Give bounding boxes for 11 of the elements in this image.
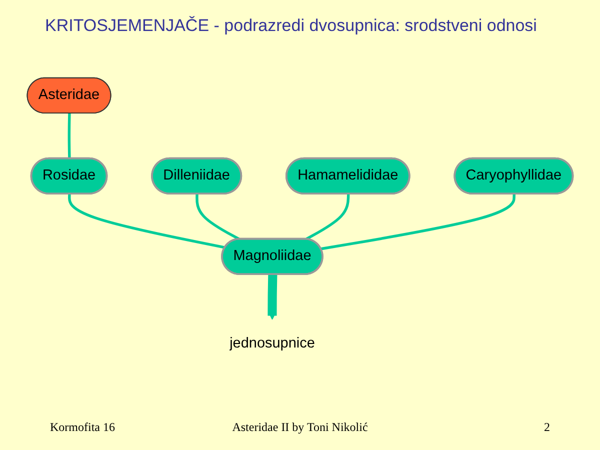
slide-title: KRITOSJEMENJAČE - podrazredi dvosupnica: srodstveni odnosi: [45, 16, 537, 36]
connector: [68, 194, 226, 249]
connector: [68, 114, 71, 159]
footer-text: Kormofita 16: [50, 420, 115, 435]
connector: [305, 194, 350, 240]
node-text: jednosupnice: [230, 336, 315, 352]
arrow: [268, 274, 278, 320]
footer-text: 2: [544, 420, 550, 435]
footer-text: Asteridae II by Toni Nikolić: [232, 420, 368, 435]
connector: [320, 194, 516, 250]
connector: [196, 194, 240, 240]
